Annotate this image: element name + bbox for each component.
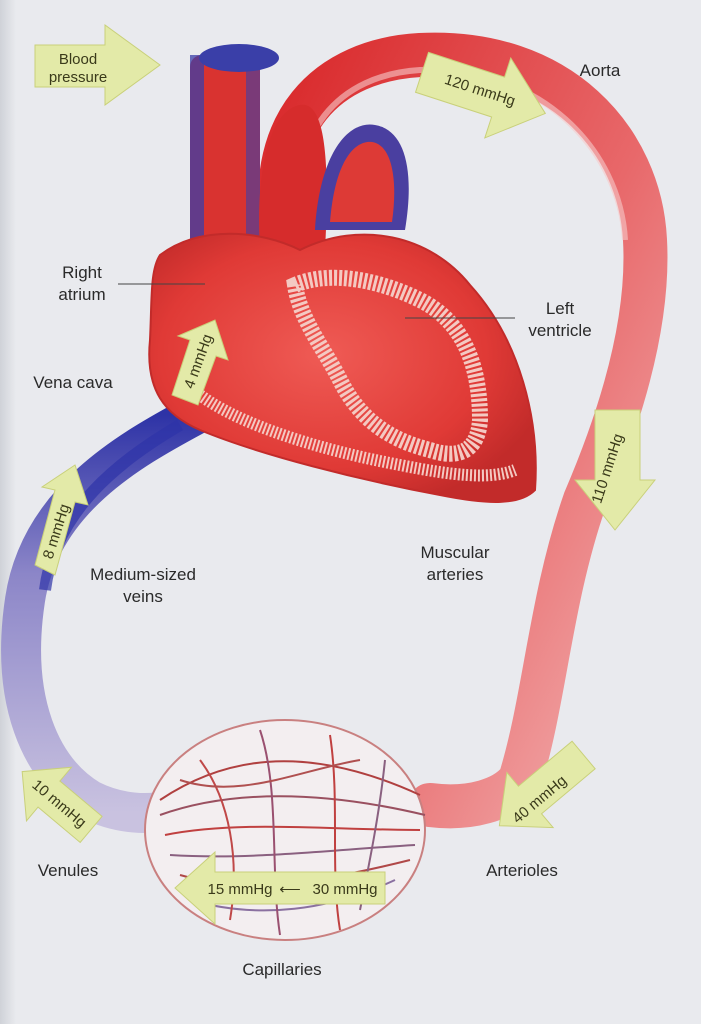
capillaries-label: Capillaries [242,960,321,979]
blood-pressure-arrow-text-2: pressure [49,69,107,86]
left-ventricle-label-1: Left [546,299,575,318]
blood-pressure-arrow-text-1: Blood [59,51,97,68]
svc-opening [199,44,279,72]
medium-veins-label-2: veins [123,587,163,606]
muscular-arteries-label-1: Muscular [421,543,490,562]
capillaries-arterial-pressure-text: 30 mmHg [312,881,377,898]
heart-wall [196,390,518,482]
aorta-pressure-arrow [414,51,547,139]
capillaries-pressure-arrow [174,850,386,926]
veins-pressure-arrow [34,464,89,576]
aorta-label: Aorta [580,61,621,80]
aortic-root [259,104,327,250]
capillaries-flow-arrow: ⟵ [279,881,301,898]
svc-blue-edge-right [246,55,260,255]
right-atrium-label-1: Right [62,263,102,282]
pulmonary-valve-inner [330,141,395,222]
arterioles-label: Arterioles [486,861,558,880]
venules-label: Venules [38,861,99,880]
right-atrium-pressure-arrow [171,319,229,406]
venules-pressure-arrow [21,766,103,844]
capillaries-venous-pressure-text: 15 mmHg [207,881,272,898]
muscular-arteries-pressure-arrow [573,409,657,531]
page-edge-shadow [0,0,16,1024]
blood-pressure-arrow [34,24,161,106]
arterioles-pressure-arrow [498,740,596,829]
heart-septum [286,269,489,462]
heart-body [148,232,537,503]
medium-veins-label-1: Medium-sized [90,565,196,584]
superior-vena-cava [190,55,260,255]
svc-blue-edge [190,55,204,255]
vena-cava-label: Vena cava [33,373,113,392]
left-ventricle-label-2: ventricle [528,321,591,340]
right-atrium-label-2: atrium [58,285,105,304]
muscular-arteries-label-2: arteries [427,565,484,584]
capillary-network [159,729,426,936]
aorta-vessel [258,32,668,829]
